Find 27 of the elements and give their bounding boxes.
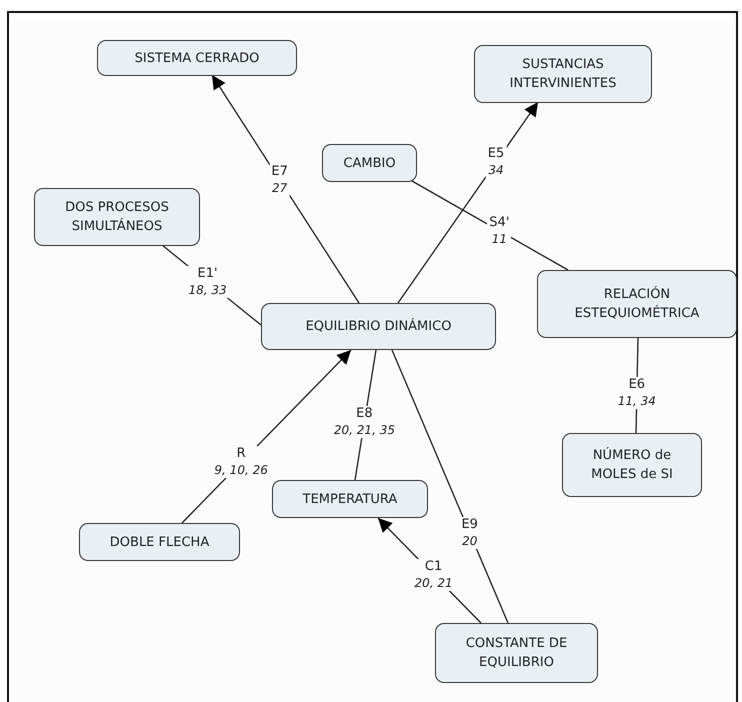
concept-label: CONSTANTE DE EQUILIBRIO	[464, 635, 568, 672]
concept-box	[261, 303, 496, 350]
concept-box	[97, 40, 297, 76]
concept-box	[537, 270, 737, 338]
concept-box	[474, 45, 652, 103]
concept-label: SISTEMA CERRADO	[134, 50, 260, 68]
concept-box	[435, 623, 598, 683]
concept-box	[79, 523, 240, 561]
concept-label: RELACIÓN ESTEQUIOMÉTRICA	[574, 285, 700, 323]
concept-box	[562, 433, 702, 497]
concept-box	[272, 480, 428, 518]
edge-label: E9 20	[459, 516, 480, 549]
concept-label: NÚMERO de MOLES de SI	[590, 446, 674, 484]
edge-label: R 9, 10, 26	[212, 446, 270, 478]
concept-label: DOBLE FLECHA	[110, 534, 210, 552]
concept-label: DOS PROCESOS SIMULTÁNEOS	[64, 199, 170, 236]
concept-label: EQUILIBRIO DINÁMICO	[306, 317, 452, 336]
concept-box	[34, 188, 200, 246]
concept-label: CAMBIO	[343, 154, 396, 172]
concept-box	[322, 144, 417, 182]
edge-label: E7 27	[269, 164, 290, 196]
concept-label: TEMPERATURA	[302, 490, 398, 508]
edge-label: E6 11, 34	[616, 377, 658, 410]
edge-label: E1' 18, 33	[186, 266, 229, 298]
edge-label: E5 34	[486, 146, 506, 178]
concept-label: SUSTANCIAS INTERVINIENTES	[508, 56, 618, 93]
edge-label: E8 20, 21, 35	[332, 406, 397, 438]
